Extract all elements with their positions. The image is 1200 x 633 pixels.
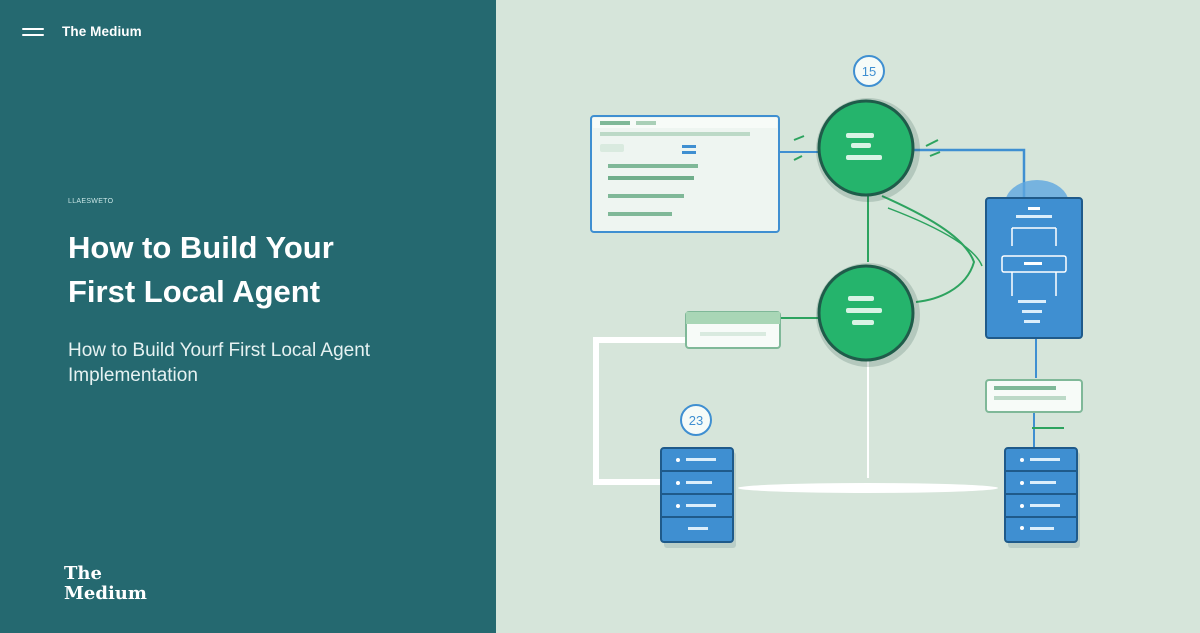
window-text-line [608, 212, 672, 216]
stack-line [1030, 527, 1054, 530]
processing-panel-frame [985, 197, 1083, 339]
badge-bottom: 23 [680, 404, 712, 436]
article-subtitle: How to Build Yourf First Local Agent Imp… [68, 338, 488, 388]
node-line [846, 155, 882, 160]
database-stack-left [660, 447, 736, 548]
panel-branch [1011, 227, 1057, 246]
node-line [852, 320, 874, 325]
node-line [846, 308, 882, 313]
stack-line [688, 527, 708, 530]
stack-dot [676, 458, 680, 462]
agent-node-top [816, 98, 920, 202]
window-text-line [600, 132, 750, 136]
hamburger-menu-icon[interactable] [22, 26, 44, 38]
badge-top-label: 15 [862, 64, 876, 79]
badge-bottom-circle [680, 404, 712, 436]
stack-line [1030, 458, 1060, 461]
stack-line [1030, 504, 1060, 507]
stack-dot [1020, 481, 1024, 485]
input-form-line [700, 332, 766, 336]
badge-top: 15 [853, 55, 885, 87]
window-text-line [608, 164, 698, 168]
window-dots [682, 145, 696, 148]
panel-box [1001, 255, 1067, 273]
brand-logo[interactable]: The Medium [64, 564, 147, 604]
brand-logo-line-2: Medium [64, 583, 147, 604]
stack-line [686, 458, 716, 461]
panel-line [1024, 320, 1040, 323]
stack-dot [676, 504, 680, 508]
article-title-line-1: How to Build Your [68, 230, 334, 265]
brand-logo-line-1: The [64, 563, 102, 584]
input-form-header [686, 312, 780, 324]
window-text-line [608, 194, 684, 198]
node-line [846, 133, 874, 138]
agent-node-middle [816, 263, 920, 367]
window-chip [600, 144, 624, 152]
stack-line [1030, 481, 1056, 484]
stack-line [686, 481, 712, 484]
green-connector-curve [881, 195, 976, 303]
leaf-accent-right [925, 139, 941, 157]
stack-dot [676, 481, 680, 485]
window-text-line [608, 176, 694, 180]
processing-panel [985, 179, 1083, 339]
blue-connector-right [914, 148, 1026, 200]
app-window-frame [590, 115, 780, 233]
app-window-titlebar [593, 118, 777, 128]
stack-dot [1020, 526, 1024, 530]
article-subtitle-line-2: Implementation [68, 365, 198, 386]
panel-cap [1006, 179, 1068, 198]
article-title-line-2: First Local Agent [68, 274, 321, 309]
output-form-card [985, 379, 1083, 413]
white-connector-base [738, 483, 998, 493]
app-window [590, 115, 780, 233]
leaf-accent-left [793, 135, 805, 161]
article-panel: The Medium LLAESWETO How to Build Your F… [0, 0, 496, 633]
node-line [848, 296, 874, 301]
panel-line [1022, 310, 1042, 313]
white-connector-left [593, 337, 686, 485]
badge-top-circle [853, 55, 885, 87]
input-form-card [685, 311, 781, 349]
stack-dot [1020, 458, 1024, 462]
window-tab-line [600, 121, 630, 125]
diagram-panel: 15 [496, 0, 1200, 633]
article-kicker: LLAESWETO [68, 198, 114, 205]
panel-line [1028, 207, 1040, 210]
article-title: How to Build Your First Local Agent [68, 226, 488, 314]
panel-line [1024, 262, 1042, 265]
brand-name[interactable]: The Medium [62, 24, 142, 39]
green-connector-curve-2 [887, 207, 983, 267]
output-form-line [994, 386, 1056, 390]
panel-line [1016, 215, 1052, 218]
window-dots [682, 151, 696, 154]
node-line [851, 143, 871, 148]
article-subtitle-line-1: How to Build Yourf First Local Agent [68, 340, 371, 361]
panel-line [1018, 300, 1046, 303]
stack-line [686, 504, 716, 507]
agent-flow-diagram: 15 [590, 55, 1083, 548]
badge-bottom-label: 23 [689, 413, 703, 428]
window-tab-line [636, 121, 656, 125]
stack-dot [1020, 504, 1024, 508]
output-form-line [994, 396, 1066, 400]
database-stack-right [1004, 447, 1080, 548]
panel-branch [1011, 272, 1057, 296]
